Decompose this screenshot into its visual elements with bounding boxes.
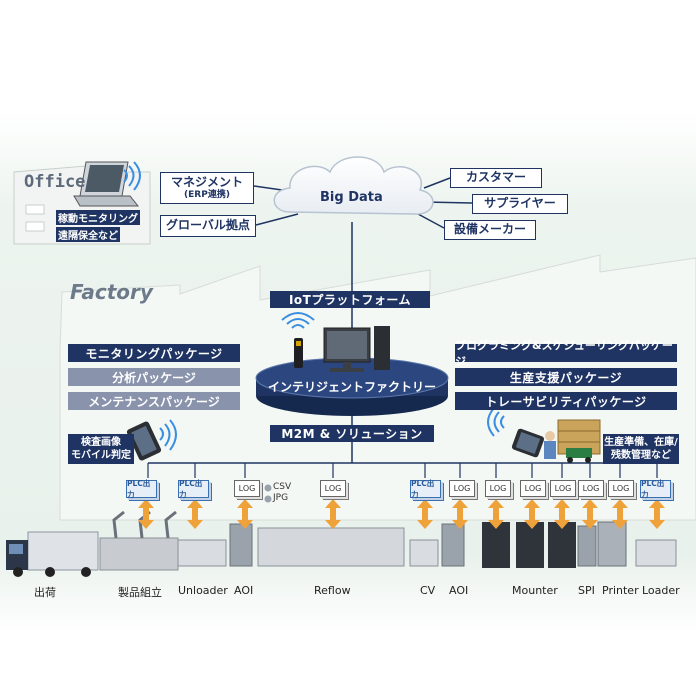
mobile-inspection-line: モバイル判定 <box>71 450 131 461</box>
plc-output-tag: PLC出力 <box>640 479 671 499</box>
monitoring-package: モニタリングパッケージ <box>68 344 240 362</box>
csv-label: CSV <box>273 482 292 492</box>
plc-output-tag: PLC出力 <box>178 479 209 499</box>
machine-label-spi: SPI <box>578 584 595 597</box>
bus-drops <box>147 463 658 478</box>
intelligent-factory-label: インテリジェントファクトリー <box>267 380 436 394</box>
global-sites-label: グローバル拠点 <box>166 218 250 233</box>
wifi-icon <box>487 407 505 437</box>
log-tag: LOG <box>550 480 576 497</box>
truck-icon <box>6 531 99 577</box>
machine-label-aoi-2: AOI <box>449 584 469 597</box>
equipment-maker-box: 設備メーカー <box>444 220 536 240</box>
log-tag: LOG <box>449 480 475 497</box>
wifi-icon <box>159 419 177 451</box>
log-tag: LOG <box>520 480 546 497</box>
machine-label-aoi: AOI <box>234 584 254 597</box>
mobile-inspection-label: 検査画像 モバイル判定 <box>68 434 134 464</box>
office-tag: 稼動モニタリング <box>56 210 140 225</box>
worker-icon <box>544 431 556 459</box>
wifi-icon <box>123 161 141 191</box>
machine-label-loader: Loader <box>642 584 680 597</box>
plc-output-tag: PLC出力 <box>126 479 157 499</box>
global-sites-box: グローバル拠点 <box>160 215 256 237</box>
tablet-icon <box>511 428 545 458</box>
supplier-box: サプライヤー <box>472 194 568 214</box>
data-exchange-arrows <box>138 499 665 529</box>
production-support-package: 生産支援パッケージ <box>455 368 677 386</box>
office-title: Office <box>24 172 86 192</box>
management-box: マネジメント (ERP連携) <box>160 172 254 204</box>
machine-label-reflow: Reflow <box>314 584 351 597</box>
machine-label-mounter: Mounter <box>512 584 558 597</box>
analysis-package: 分析パッケージ <box>68 368 240 386</box>
mobile-inspection-line: 検査画像 <box>81 437 121 448</box>
log-tag: LOG <box>578 480 604 497</box>
jpg-label: JPG <box>273 493 289 503</box>
management-label: マネジメント <box>170 174 243 189</box>
production-line <box>99 521 677 571</box>
maintenance-package: メンテナンスパッケージ <box>68 392 240 410</box>
intelligent-factory-disc <box>255 357 449 416</box>
wifi-icon <box>281 312 315 329</box>
m2m-solution-bar: M2M & ソリューション <box>270 425 434 442</box>
production-prep-line: 残数管理など <box>611 450 671 461</box>
handheld-scanner-icon <box>294 338 303 368</box>
big-data-cloud <box>273 156 434 215</box>
plc-output-tag: PLC出力 <box>410 479 441 499</box>
inventory-shelf-icon <box>557 419 601 463</box>
laptop-icon <box>73 161 140 207</box>
traceability-package: トレーサビリティパッケージ <box>455 392 677 410</box>
erp-label: (ERP連携) <box>184 189 230 200</box>
iot-platform-bar: IoTプラットフォーム <box>270 291 430 308</box>
production-prep-label: 生産準備、在庫/ 残数管理など <box>603 434 679 464</box>
machine-label-cv: CV <box>420 584 436 597</box>
log-tag: LOG <box>234 480 260 497</box>
desktop-computer-icon <box>323 326 390 372</box>
big-data-label: Big Data <box>320 190 383 205</box>
office-tag: 遠隔保全など <box>56 227 120 242</box>
customer-box: カスタマー <box>450 168 542 188</box>
machine-label-printer: Printer <box>602 584 639 597</box>
machine-label-assembly: 製品組立 <box>118 586 162 599</box>
production-prep-line: 生産準備、在庫/ <box>604 437 678 448</box>
programming-scheduling-package: プログラミング&スケジューリングパッケージ <box>455 339 677 368</box>
office-window <box>25 204 45 215</box>
log-tag: LOG <box>320 480 346 497</box>
machine-label-unloader: Unloader <box>178 584 228 597</box>
csv-dot <box>264 484 272 492</box>
jpg-dot <box>264 495 272 503</box>
factory-title: Factory <box>70 280 153 304</box>
office-window <box>25 221 45 232</box>
log-tag: LOG <box>485 480 511 497</box>
tablet-icon <box>126 421 162 461</box>
machine-label-shipping: 出荷 <box>34 586 56 599</box>
log-tag: LOG <box>608 480 634 497</box>
